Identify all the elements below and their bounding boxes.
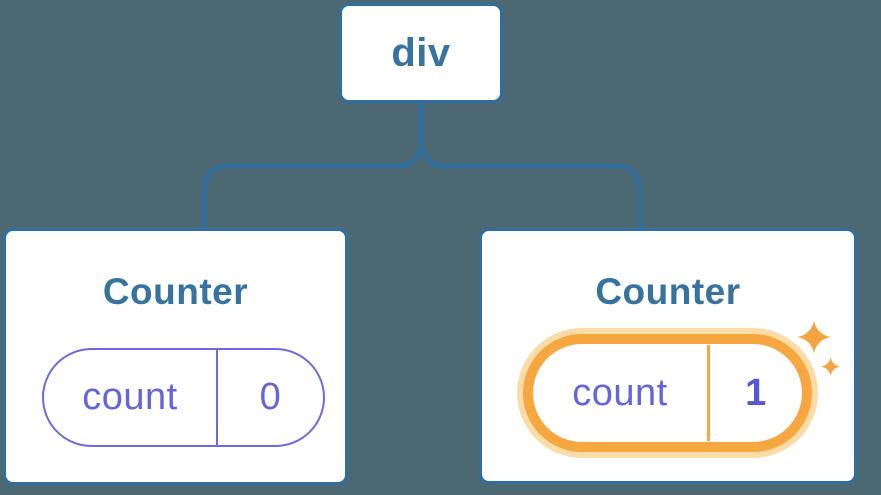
- state-key-left: count: [82, 376, 178, 418]
- connector-right-branch: [418, 101, 643, 229]
- connector-left-branch: [201, 101, 424, 229]
- state-value-left: 0: [259, 376, 282, 418]
- root-node-box: [339, 3, 503, 103]
- root-node-label: div: [391, 30, 451, 75]
- counter-title-left: Counter: [102, 271, 249, 312]
- state-pill-left: [42, 348, 325, 447]
- state-pill-right-highlighted: [523, 334, 812, 452]
- state-pill-divider-left: [216, 350, 218, 445]
- counter-title-right: Counter: [595, 271, 741, 312]
- state-pill-divider-right: [707, 345, 710, 441]
- state-key-right: count: [572, 371, 668, 414]
- state-value-right: 1: [745, 371, 767, 414]
